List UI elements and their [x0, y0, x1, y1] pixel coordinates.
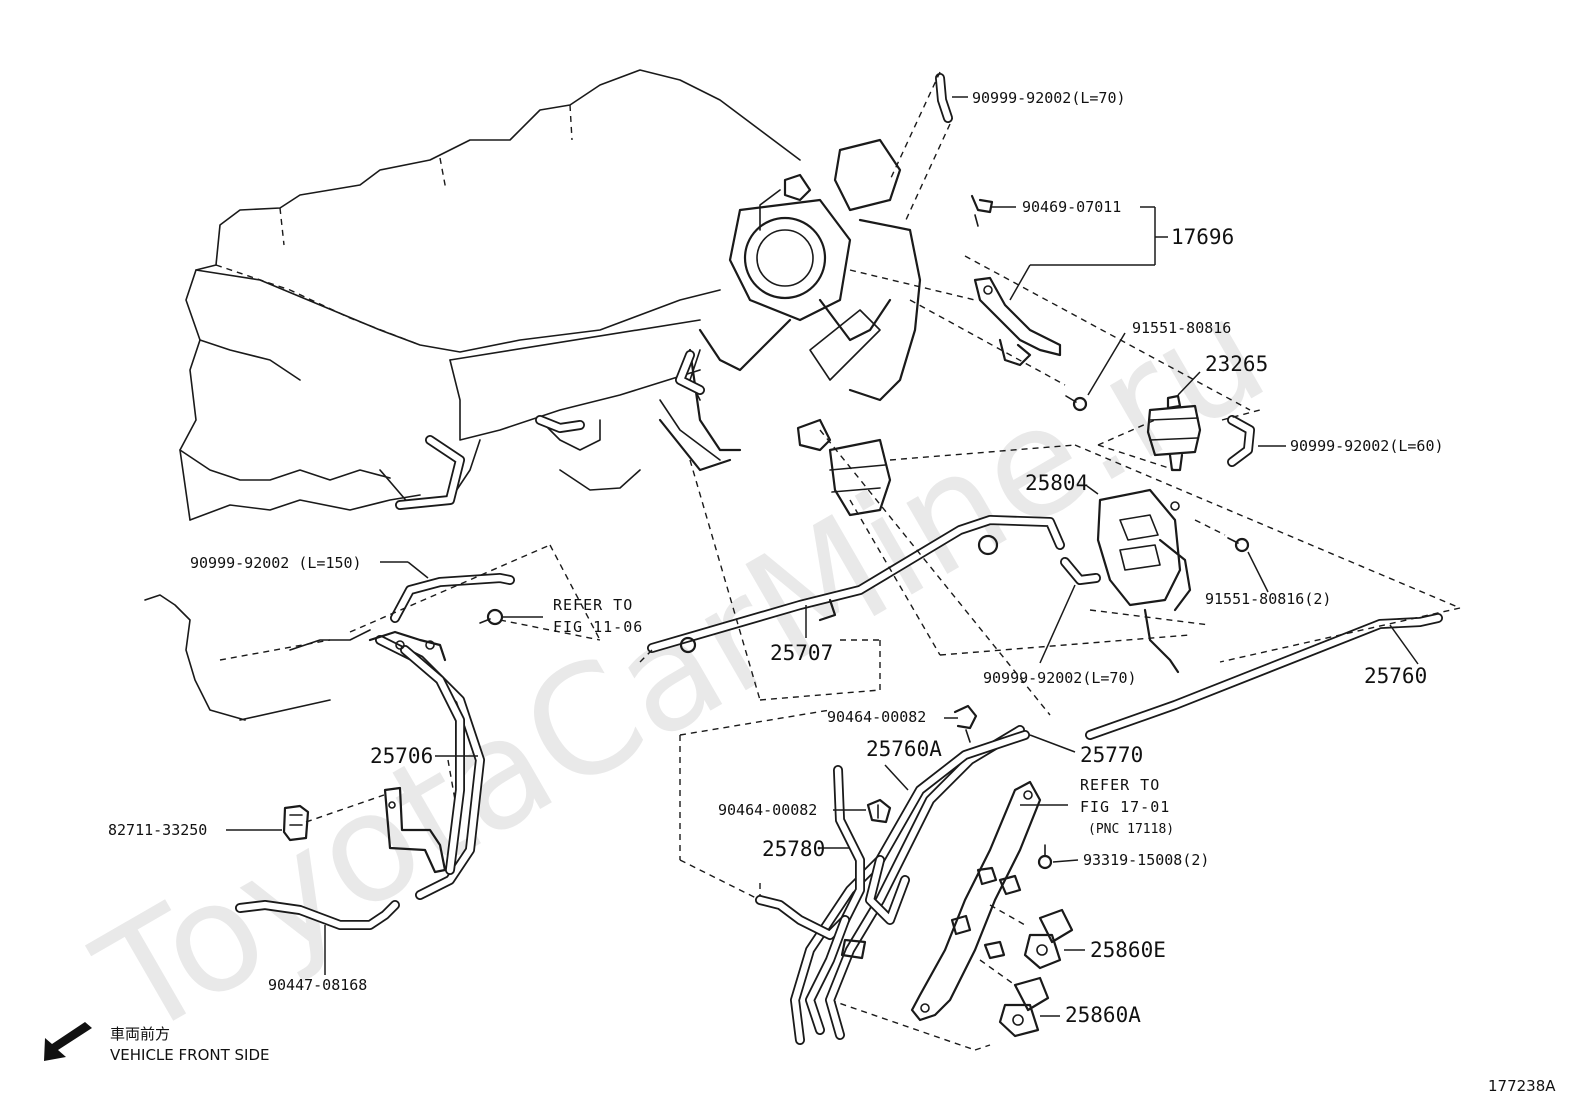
- callout-connector-82711: 82711-33250: [108, 821, 207, 839]
- valve-25860A: [983, 940, 1050, 1038]
- direction-label-jp: 車両前方: [110, 1025, 170, 1043]
- callout-assy-17696: 17696: [1171, 225, 1234, 249]
- engine-outline: [179, 69, 801, 521]
- engine-hoses: [395, 350, 705, 510]
- refer-1701-line2: FIG 17-01: [1080, 798, 1170, 816]
- callout-valve-23265: 23265: [1205, 352, 1268, 376]
- figure-id: 177238A: [1488, 1077, 1556, 1095]
- callout-valve-25860E: 25860E: [1090, 938, 1166, 962]
- clamp-1: [953, 704, 978, 743]
- refer-1701-line1: REFER TO: [1080, 776, 1160, 794]
- callout-hose-l60: 90999-92002(L=60): [1290, 437, 1444, 455]
- bolt-93319: [1037, 844, 1053, 870]
- callout-hose-top: 90999-92002(L=70): [972, 89, 1126, 107]
- bracket-17696: [973, 276, 1062, 367]
- callout-bolt-2: 91551-80816(2): [1205, 590, 1331, 608]
- bracket-25706: [383, 786, 447, 874]
- callout-bolt-1: 91551-80816: [1132, 319, 1231, 337]
- refer-1106-line2: FIG 11-06: [553, 618, 643, 636]
- callout-bolt-93319: 93319-15008(2): [1083, 851, 1209, 869]
- callout-pipe-25760: 25760: [1364, 664, 1427, 688]
- callout-valve-25860A: 25860A: [1065, 1003, 1141, 1027]
- callout-pipe-25706: 25706: [370, 744, 433, 768]
- refer-bolt-1106: [479, 608, 504, 626]
- refer-1701-line3: (PNC 17118): [1088, 822, 1174, 837]
- clip-top: [970, 194, 994, 227]
- bolt-2: [1227, 537, 1250, 553]
- callout-hose-l150: 90999-92002 (L=150): [190, 554, 362, 572]
- connector-82711: [282, 804, 310, 842]
- callout-pipe-25707: 25707: [770, 641, 833, 665]
- callout-hose-l70-mid: 90999-92002(L=70): [983, 669, 1137, 687]
- pipe-25706: [368, 630, 485, 900]
- callout-pipe-25780: 25780: [762, 837, 825, 861]
- callout-hose-90447: 90447-08168: [268, 976, 367, 994]
- valve-25860E: [998, 874, 1074, 970]
- callout-clamp-1: 90464-00082: [827, 708, 926, 726]
- engine-lower-outline: [144, 594, 371, 721]
- callout-pipe-25770: 25770: [1080, 743, 1143, 767]
- callout-bracket-25804: 25804: [1025, 471, 1088, 495]
- clamp-2: [866, 798, 892, 824]
- refer-1106-line1: REFER TO: [553, 596, 633, 614]
- pipe-25780: [755, 765, 867, 1035]
- bracket-25804: [1096, 488, 1192, 674]
- bolt-1: [1065, 395, 1088, 412]
- callout-clamp-2: 90464-00082: [718, 801, 817, 819]
- valve-23265: [1146, 394, 1202, 472]
- callout-pipe-25760A: 25760A: [866, 737, 942, 761]
- pipe-25760A: [825, 725, 1025, 1040]
- arrow-down-left-icon: [44, 1022, 92, 1061]
- callout-clip-top: 90469-07011: [1022, 198, 1121, 216]
- bracket-long: [910, 780, 1042, 1022]
- direction-label-en: VEHICLE FRONT SIDE: [110, 1046, 270, 1064]
